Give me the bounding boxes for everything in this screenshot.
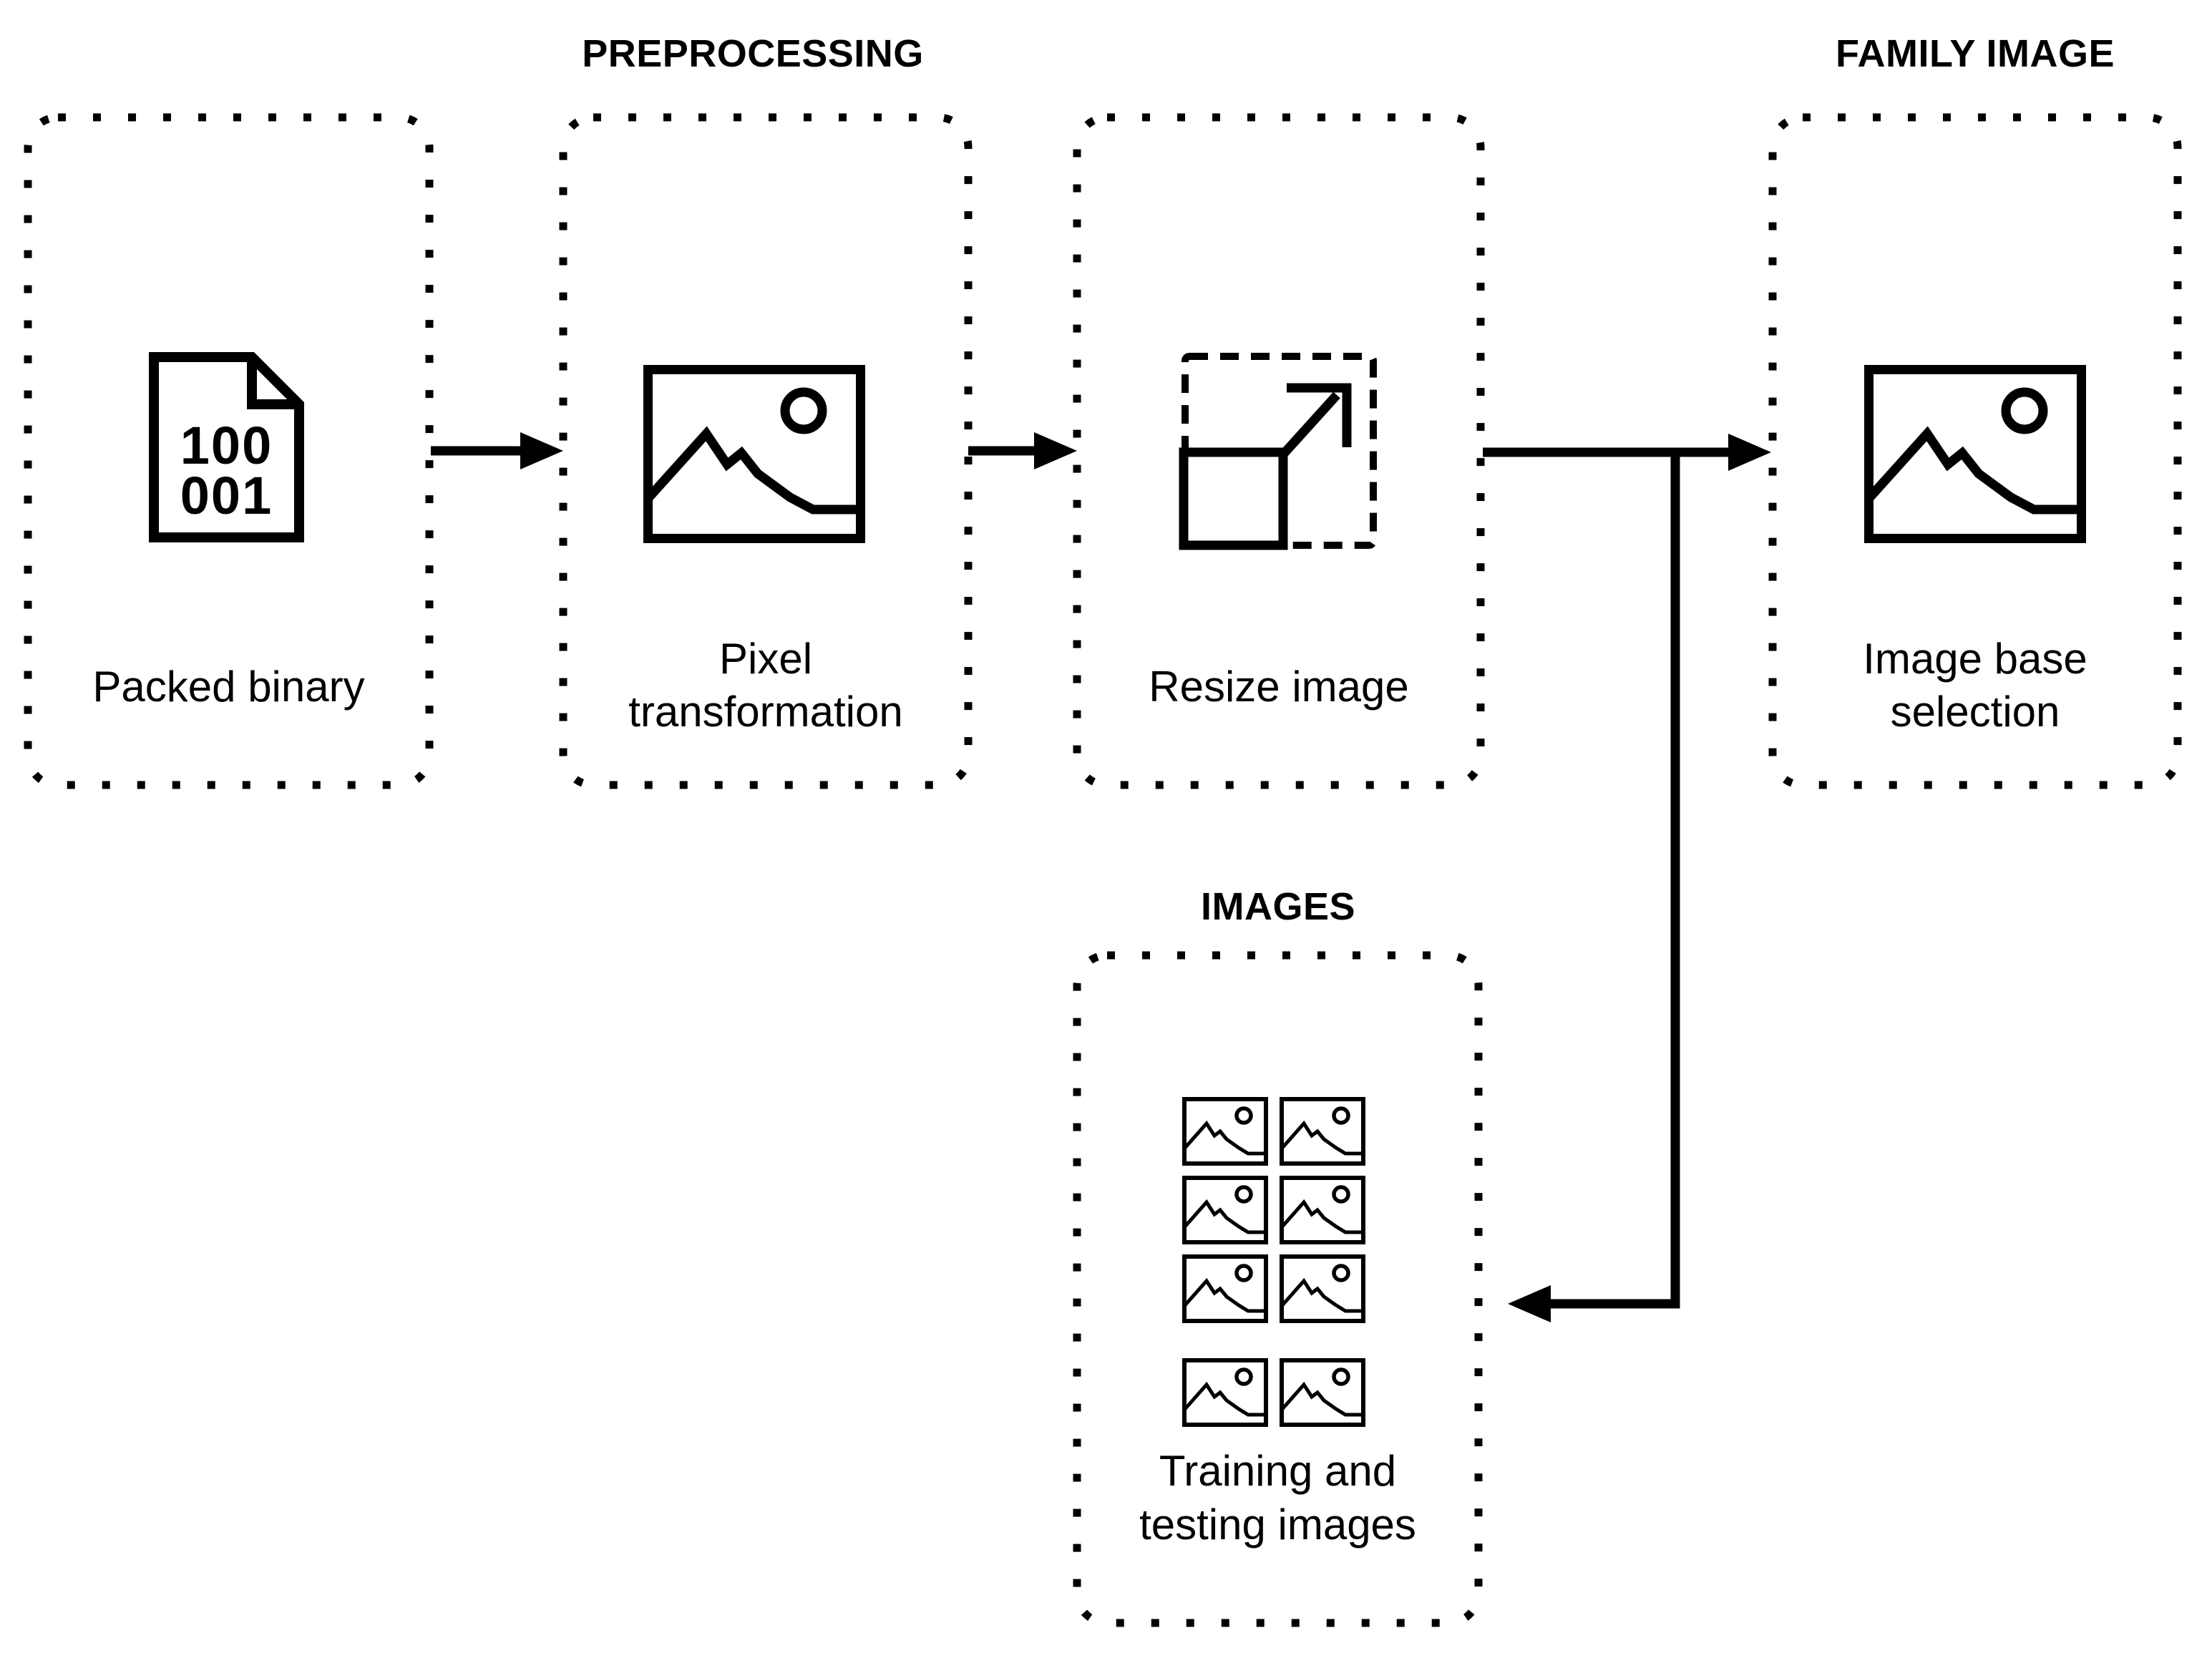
- image-icon: [1869, 370, 2082, 539]
- node-label-pixel-transformation: Pixel transformation: [563, 633, 968, 738]
- binary-file-text-line2: 001: [180, 466, 273, 525]
- image-icon: [648, 370, 861, 539]
- image-icon: [1184, 1257, 1266, 1321]
- node-label-training-testing: Training and testing images: [1077, 1444, 1478, 1551]
- branch-arrow-down-left-icon: [1508, 452, 1680, 1322]
- image-icon: [1282, 1257, 1363, 1321]
- node-label-line2: transformation: [628, 688, 903, 736]
- arrow-right-icon: [968, 432, 1077, 469]
- node-label-line1: Image base: [1863, 635, 2087, 683]
- binary-file-text: 100 001: [154, 416, 299, 525]
- arrow-right-icon: [431, 432, 563, 469]
- image-icon: [1184, 1099, 1266, 1164]
- image-icon: [1184, 1178, 1266, 1242]
- binary-file-icon: [149, 352, 304, 542]
- node-label-image-base-selection: Image base selection: [1773, 633, 2178, 738]
- resize-icon: [1179, 353, 1377, 550]
- section-title-images: IMAGES: [1200, 885, 1356, 928]
- section-title-family-image: FAMILY IMAGE: [1835, 32, 2115, 75]
- image-grid-icon: [1184, 1099, 1363, 1425]
- image-icon: [1282, 1099, 1363, 1164]
- node-label-line2: selection: [1890, 688, 2060, 736]
- binary-file-text-line1: 100: [180, 416, 273, 475]
- node-label-packed-binary: Packed binary: [92, 663, 365, 711]
- node-label-line1: Training and: [1159, 1447, 1397, 1495]
- node-label-line2: testing images: [1139, 1501, 1416, 1549]
- node-label-resize-image: Resize image: [1149, 663, 1409, 711]
- image-icon: [1184, 1360, 1266, 1425]
- image-icon: [1282, 1178, 1363, 1242]
- section-title-preprocessing: PREPROCESSING: [582, 32, 924, 75]
- image-icon: [1282, 1360, 1363, 1425]
- node-label-line1: Pixel: [718, 635, 813, 683]
- arrow-right-icon: [1483, 434, 1771, 471]
